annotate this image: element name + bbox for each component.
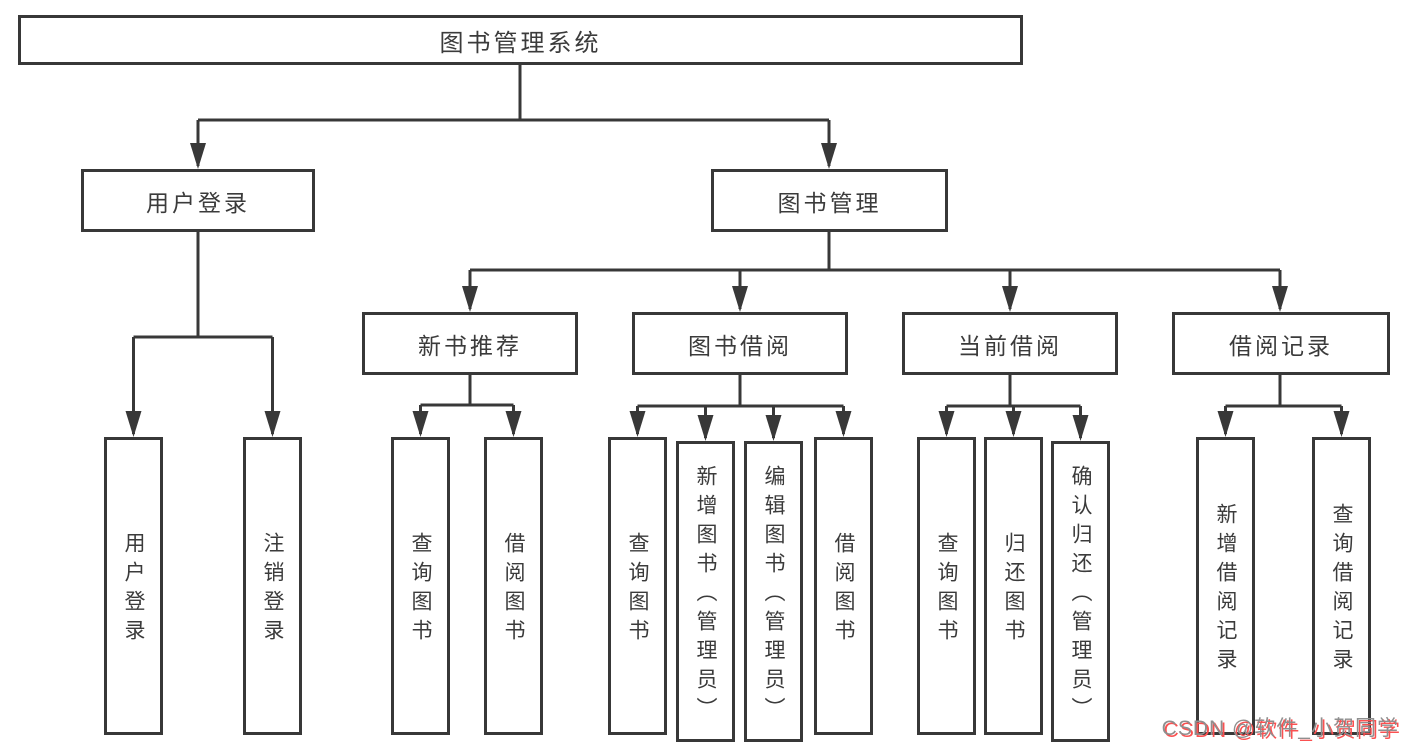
arrowhead — [1005, 411, 1022, 437]
arrowheads — [125, 143, 1350, 441]
arrowhead — [505, 411, 522, 437]
leaf-add-book-admin: 新增图书（管理员） — [676, 441, 735, 742]
arrowhead — [732, 286, 748, 312]
arrowhead — [1333, 411, 1350, 437]
arrowhead — [462, 286, 478, 312]
leaf-query-books-borrowing-label: 查询图书 — [626, 532, 649, 648]
leaf-logout-label: 注销登录 — [261, 532, 284, 648]
leaf-return-book-label: 归还图书 — [1002, 532, 1025, 648]
leaf-confirm-return-admin: 确认归还（管理员） — [1051, 441, 1110, 742]
leaf-edit-book-admin: 编辑图书（管理员） — [744, 441, 803, 742]
arrowhead — [938, 411, 955, 437]
arrowhead — [765, 415, 782, 441]
arrowhead — [1272, 286, 1288, 312]
leaf-borrow-books-recommend-label: 借阅图书 — [502, 532, 525, 648]
node-root: 图书管理系统 — [18, 15, 1023, 65]
leaf-query-books-current-label: 查询图书 — [935, 532, 958, 648]
leaf-borrow-books-recommend: 借阅图书 — [484, 437, 543, 735]
node-current-borrowing-label: 当前借阅 — [958, 332, 1062, 359]
arrowhead — [1002, 286, 1018, 312]
node-user-login-branch: 用户登录 — [81, 169, 315, 232]
tree-connectors — [132, 63, 1343, 438]
arrowhead — [1217, 411, 1234, 437]
arrowhead — [629, 411, 646, 437]
leaf-add-borrow-record-label: 新增借阅记录 — [1214, 503, 1237, 677]
leaf-borrow-books-borrowing-label: 借阅图书 — [832, 532, 855, 648]
arrowhead — [697, 415, 714, 441]
arrowhead — [821, 143, 837, 169]
node-book-borrowing-label: 图书借阅 — [688, 332, 792, 359]
arrowhead — [264, 411, 281, 437]
arrowhead — [125, 411, 142, 437]
node-book-management-label: 图书管理 — [777, 189, 882, 216]
leaf-add-book-admin-label: 新增图书（管理员） — [694, 465, 717, 726]
leaf-query-books-recommend: 查询图书 — [391, 437, 450, 735]
leaf-borrow-books-borrowing: 借阅图书 — [814, 437, 873, 735]
leaf-query-borrow-record: 查询借阅记录 — [1312, 437, 1371, 735]
node-new-book-recommend-label: 新书推荐 — [418, 332, 522, 359]
arrowhead — [1072, 415, 1089, 441]
node-book-borrowing: 图书借阅 — [632, 312, 848, 375]
leaf-edit-book-admin-label: 编辑图书（管理员） — [762, 465, 785, 726]
leaf-query-borrow-record-label: 查询借阅记录 — [1330, 503, 1353, 677]
node-new-book-recommend: 新书推荐 — [362, 312, 578, 375]
node-book-management: 图书管理 — [711, 169, 948, 232]
leaf-add-borrow-record: 新增借阅记录 — [1196, 437, 1255, 735]
leaf-user-login-label: 用户登录 — [122, 532, 145, 648]
leaf-query-books-borrowing: 查询图书 — [608, 437, 667, 735]
leaf-return-book: 归还图书 — [984, 437, 1043, 735]
node-current-borrowing: 当前借阅 — [902, 312, 1118, 375]
leaf-confirm-return-admin-label: 确认归还（管理员） — [1069, 465, 1092, 726]
leaf-logout: 注销登录 — [243, 437, 302, 735]
arrowhead — [190, 143, 206, 169]
arrowhead — [835, 411, 852, 437]
leaf-user-login: 用户登录 — [104, 437, 163, 735]
node-user-login-branch-label: 用户登录 — [146, 189, 250, 216]
arrowhead — [412, 411, 429, 437]
leaf-query-books-recommend-label: 查询图书 — [409, 532, 432, 648]
node-borrowing-records: 借阅记录 — [1172, 312, 1390, 375]
leaf-query-books-current: 查询图书 — [917, 437, 976, 735]
node-root-label: 图书管理系统 — [439, 29, 602, 57]
node-borrowing-records-label: 借阅记录 — [1229, 332, 1333, 359]
csdn-watermark: CSDN @软件_小贺同学 — [1161, 717, 1399, 740]
